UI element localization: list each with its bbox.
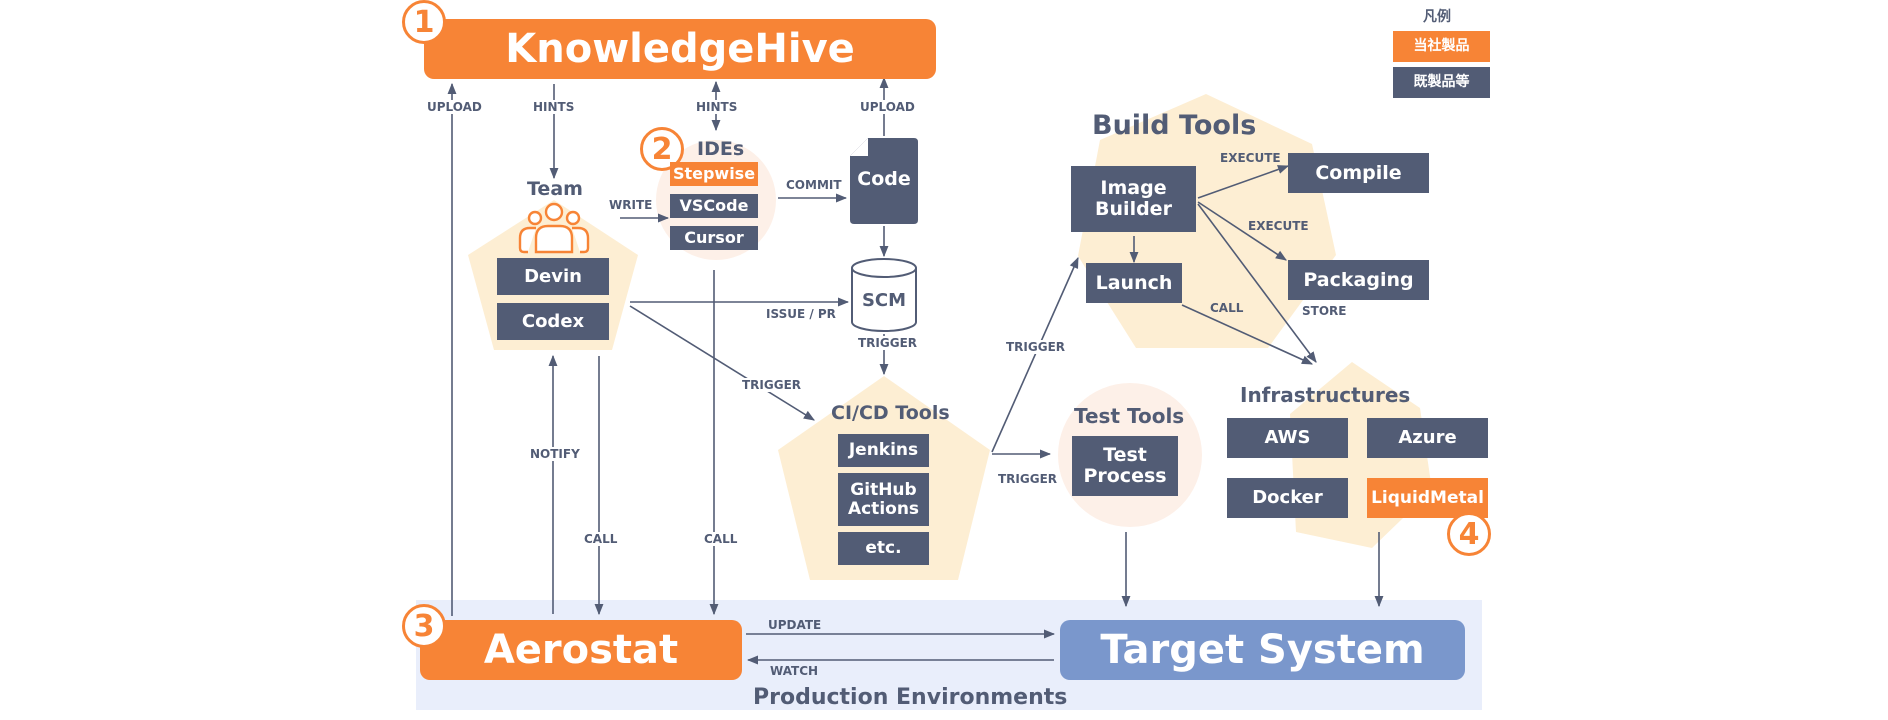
- aerostat-box[interactable]: Aerostat: [420, 620, 742, 680]
- cicd-etc[interactable]: etc.: [838, 532, 929, 565]
- label-issue-pr: ISSUE / PR: [766, 307, 836, 321]
- scm-cylinder-icon: [851, 258, 917, 332]
- ide-vscode[interactable]: VSCode: [670, 194, 758, 218]
- label-execute-compile: EXECUTE: [1220, 151, 1281, 165]
- label-notify: NOTIFY: [528, 447, 582, 461]
- label-hints-ides: HINTS: [694, 100, 740, 114]
- badge-1: 1: [402, 0, 446, 44]
- infrastructures-title: Infrastructures: [1240, 383, 1411, 407]
- label-update: UPDATE: [768, 618, 822, 632]
- ide-stepwise[interactable]: Stepwise: [670, 162, 758, 186]
- legend-own-products: 当社製品: [1393, 31, 1490, 62]
- label-call-team: CALL: [582, 532, 620, 546]
- edge-cicd-trigger-build: [991, 256, 1079, 453]
- label-execute-packaging: EXECUTE: [1248, 219, 1309, 233]
- build-compile[interactable]: Compile: [1288, 153, 1429, 193]
- cicd-github-actions[interactable]: GitHub Actions: [838, 473, 929, 526]
- label-write: WRITE: [609, 198, 653, 212]
- team-people-icon: [518, 202, 590, 254]
- edge-launch-call-infra: [1181, 304, 1314, 365]
- team-member-codex[interactable]: Codex: [497, 303, 609, 340]
- infra-liquidmetal[interactable]: LiquidMetal: [1367, 478, 1488, 518]
- label-watch: WATCH: [770, 664, 819, 678]
- build-launch[interactable]: Launch: [1086, 263, 1182, 303]
- build-image-builder[interactable]: Image Builder: [1071, 166, 1196, 232]
- infra-aws[interactable]: AWS: [1227, 418, 1348, 458]
- edge-image-builder-store-infra: [1197, 203, 1317, 363]
- ides-title: IDEs: [697, 138, 745, 160]
- code-label[interactable]: Code: [857, 168, 911, 190]
- infra-docker[interactable]: Docker: [1227, 478, 1348, 518]
- production-environments-label: Production Environments: [753, 685, 1068, 710]
- target-system-box[interactable]: Target System: [1060, 620, 1465, 680]
- team-title: Team: [527, 178, 583, 200]
- code-document-fold-icon: [850, 138, 868, 156]
- cicd-jenkins[interactable]: Jenkins: [838, 434, 929, 467]
- label-trigger-scm-cicd: TRIGGER: [856, 336, 920, 350]
- label-call-launch: CALL: [1210, 301, 1244, 315]
- label-hints-team: HINTS: [531, 100, 577, 114]
- cicd-title: CI/CD Tools: [831, 402, 950, 424]
- legend-title: 凡例: [1423, 9, 1451, 25]
- build-tools-title: Build Tools: [1092, 110, 1257, 141]
- label-store: STORE: [1302, 304, 1347, 318]
- label-trigger-test: TRIGGER: [998, 472, 1058, 486]
- code-document-icon: [850, 138, 918, 224]
- build-packaging[interactable]: Packaging: [1288, 260, 1429, 300]
- edge-image-builder-execute-compile: [1197, 165, 1290, 199]
- team-member-devin[interactable]: Devin: [497, 258, 609, 295]
- aerostat-label: Aerostat: [483, 627, 679, 673]
- edge-image-builder-execute-packaging: [1197, 201, 1287, 261]
- label-trigger-build: TRIGGER: [1004, 340, 1068, 354]
- knowledgehive-label: KnowledgeHive: [505, 26, 855, 72]
- infra-azure[interactable]: Azure: [1367, 418, 1488, 458]
- badge-2: 2: [640, 127, 684, 171]
- badge-4: 4: [1447, 512, 1491, 556]
- edge-team-trigger-cicd: [629, 305, 815, 421]
- legend-existing-products: 既製品等: [1393, 67, 1490, 98]
- ide-cursor[interactable]: Cursor: [670, 226, 758, 250]
- test-tools-title: Test Tools: [1074, 404, 1185, 428]
- label-trigger-team-cicd: TRIGGER: [740, 378, 804, 392]
- target-system-label: Target System: [1100, 627, 1425, 673]
- scm-label[interactable]: SCM: [861, 290, 907, 311]
- label-call-ides: CALL: [702, 532, 740, 546]
- label-commit: COMMIT: [786, 178, 842, 192]
- label-upload-left: UPLOAD: [425, 100, 484, 114]
- knowledgehive-box[interactable]: KnowledgeHive: [424, 19, 936, 79]
- test-process[interactable]: Test Process: [1072, 436, 1178, 496]
- badge-3: 3: [402, 604, 446, 648]
- label-upload-code: UPLOAD: [858, 100, 917, 114]
